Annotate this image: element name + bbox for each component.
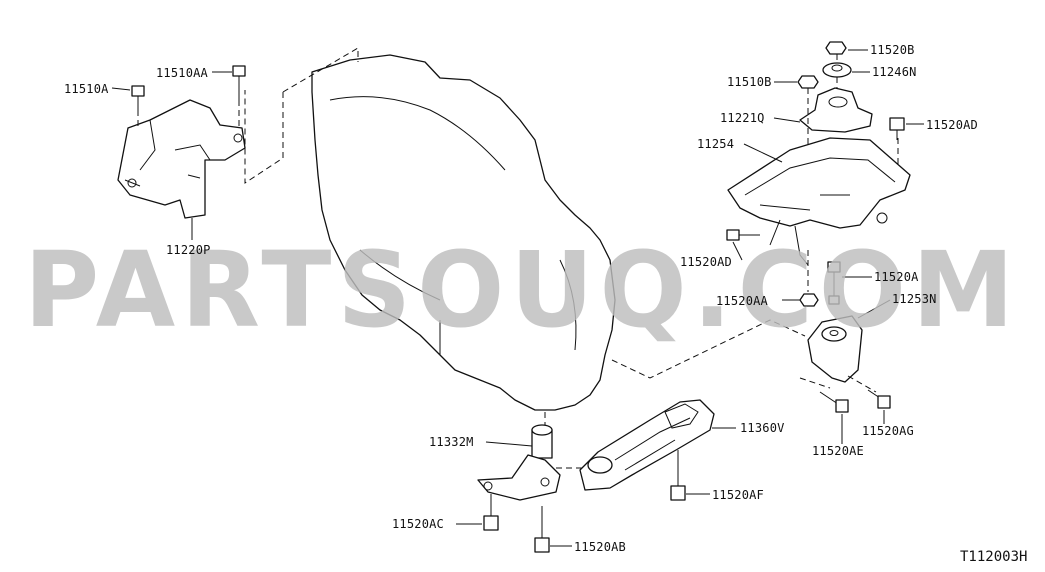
washer-11246n: [822, 62, 852, 78]
nut-11510b: [797, 75, 819, 89]
label-11221q[interactable]: 11221Q: [720, 111, 765, 125]
engine-mount-left-11220p: [117, 99, 246, 219]
label-11220p[interactable]: 11220P: [166, 243, 211, 257]
watermark-partsouq: PARTSOUQ.COM: [24, 229, 1020, 351]
engine-dash-left: [244, 47, 359, 184]
bolt-11510aa: [232, 65, 246, 100]
bolt-11520ae: [819, 391, 849, 413]
bolt-11520ag: [867, 389, 891, 409]
bolt-11520a: [827, 261, 841, 305]
bolt-11520ad-right: [889, 117, 905, 140]
bolt-11520ac: [483, 494, 499, 531]
label-11520af[interactable]: 11520AF: [712, 488, 764, 502]
leader-lines: [111, 49, 924, 547]
label-11520ac[interactable]: 11520AC: [392, 517, 444, 531]
engine-dash-right: [611, 319, 806, 379]
label-11360v[interactable]: 11360V: [740, 421, 785, 435]
label-11520ag[interactable]: 11520AG: [862, 424, 914, 438]
diagram-code: T112003H: [960, 549, 1027, 565]
label-11520a[interactable]: 11520A: [874, 270, 919, 284]
engine-outline: [311, 54, 616, 411]
bolt-11520af: [670, 450, 686, 501]
label-11520ad-right[interactable]: 11520AD: [926, 118, 978, 132]
rear-mount-11253n: [807, 315, 863, 383]
label-11254[interactable]: 11254: [697, 137, 734, 151]
torque-rod-11360v: [579, 399, 715, 491]
bolt-11520ab: [534, 506, 550, 553]
rear-mount-dash: [799, 375, 877, 393]
label-11510b[interactable]: 11510B: [727, 75, 772, 89]
bolt-11510a: [131, 85, 145, 110]
label-11246n[interactable]: 11246N: [872, 65, 917, 79]
label-11253n[interactable]: 11253N: [892, 292, 937, 306]
label-11332m[interactable]: 11332M: [429, 435, 474, 449]
label-11510aa[interactable]: 11510AA: [156, 66, 209, 80]
label-11520b[interactable]: 11520B: [870, 43, 915, 57]
bolt-11520ad-left: [726, 229, 760, 241]
label-11520ae[interactable]: 11520AE: [812, 444, 864, 458]
label-11520ab[interactable]: 11520AB: [574, 540, 626, 554]
bracket-11332m: [477, 424, 561, 501]
bracket-11254: [727, 137, 911, 266]
nut-11520b: [825, 41, 847, 55]
left-mount-dash: [137, 100, 240, 130]
label-11520aa-right[interactable]: 11520AA: [716, 294, 769, 308]
top-right-dash: [807, 54, 899, 170]
upper-mount-11221q: [799, 87, 873, 133]
label-11510a[interactable]: 11510A: [64, 82, 109, 96]
label-11520ad-left[interactable]: 11520AD: [680, 255, 732, 269]
